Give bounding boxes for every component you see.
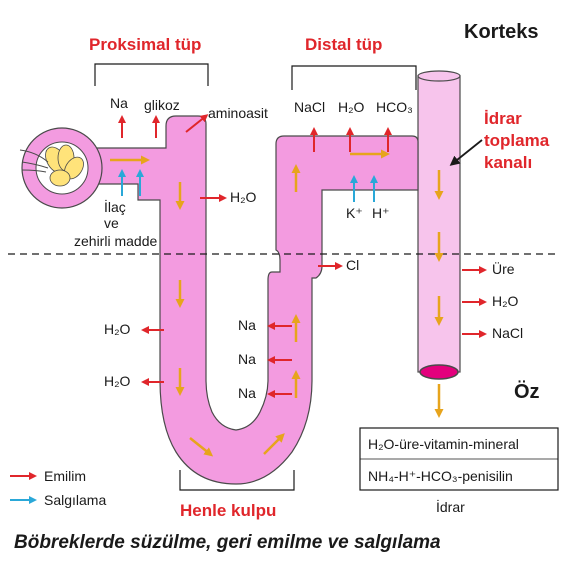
urine-line-1: H₂O-üre-vitamin-mineral (368, 436, 519, 452)
distal-bracket (291, 65, 417, 90)
label-drug-1: İlaç (104, 198, 126, 215)
distal-title: Distal tüp (305, 35, 382, 54)
label-henle-water-2: H₂O (104, 373, 131, 389)
label-distal-hco3: HCO₃ (376, 99, 413, 115)
label-henle-na-1: Na (238, 317, 256, 333)
legend-reabsorption-label: Emilim (44, 468, 86, 484)
collecting-title-3: kanalı (484, 153, 532, 172)
cortex-title: Korteks (464, 21, 538, 43)
urine-line-2: NH₄-H⁺-HCO₃-penisilin (368, 468, 513, 484)
flow-arrows (110, 149, 444, 457)
legend-secretion-label: Salgılama (44, 492, 106, 508)
label-drug-3: zehirli madde (74, 233, 157, 249)
label-na: Na (110, 95, 128, 111)
label-distal-h: H⁺ (372, 205, 390, 221)
label-drug-2: ve (104, 215, 119, 231)
duct-top (417, 70, 461, 82)
label-aminoacid: aminoasit (208, 105, 268, 121)
proximal-bracket (94, 63, 209, 86)
collecting-duct-pointer (449, 139, 483, 166)
duct-opening (419, 364, 459, 380)
label-duct-urea: Üre (492, 260, 515, 277)
label-distal-cl: Cl (346, 257, 359, 273)
urine-label: İdrar (436, 498, 465, 515)
reabsorption-arrows (118, 114, 487, 398)
glomerulus (19, 144, 84, 187)
collecting-title-1: İdrar (484, 109, 522, 128)
label-distal-nacl: NaCl (294, 99, 325, 115)
secretion-arrows (118, 169, 378, 202)
label-duct-nacl: NaCl (492, 325, 523, 341)
label-henle-na-3: Na (238, 385, 256, 401)
label-glucose: glikoz (144, 97, 180, 113)
collecting-duct (417, 75, 461, 373)
figure-caption: Böbreklerde süzülme, geri emilme ve salg… (14, 532, 441, 553)
henle-bracket (179, 470, 295, 491)
medulla-title: Öz (514, 380, 540, 403)
legend: Emilim Salgılama (10, 468, 106, 508)
label-proximal-water: H₂O (230, 189, 257, 205)
label-duct-water: H₂O (492, 293, 519, 309)
henle-title: Henle kulpu (180, 501, 276, 520)
collecting-title-2: toplama (484, 131, 550, 150)
label-distal-k: K⁺ (346, 205, 363, 221)
label-henle-water-1: H₂O (104, 321, 131, 337)
proximal-title: Proksimal tüp (89, 35, 201, 54)
label-distal-water: H₂O (338, 99, 365, 115)
label-henle-na-2: Na (238, 351, 256, 367)
